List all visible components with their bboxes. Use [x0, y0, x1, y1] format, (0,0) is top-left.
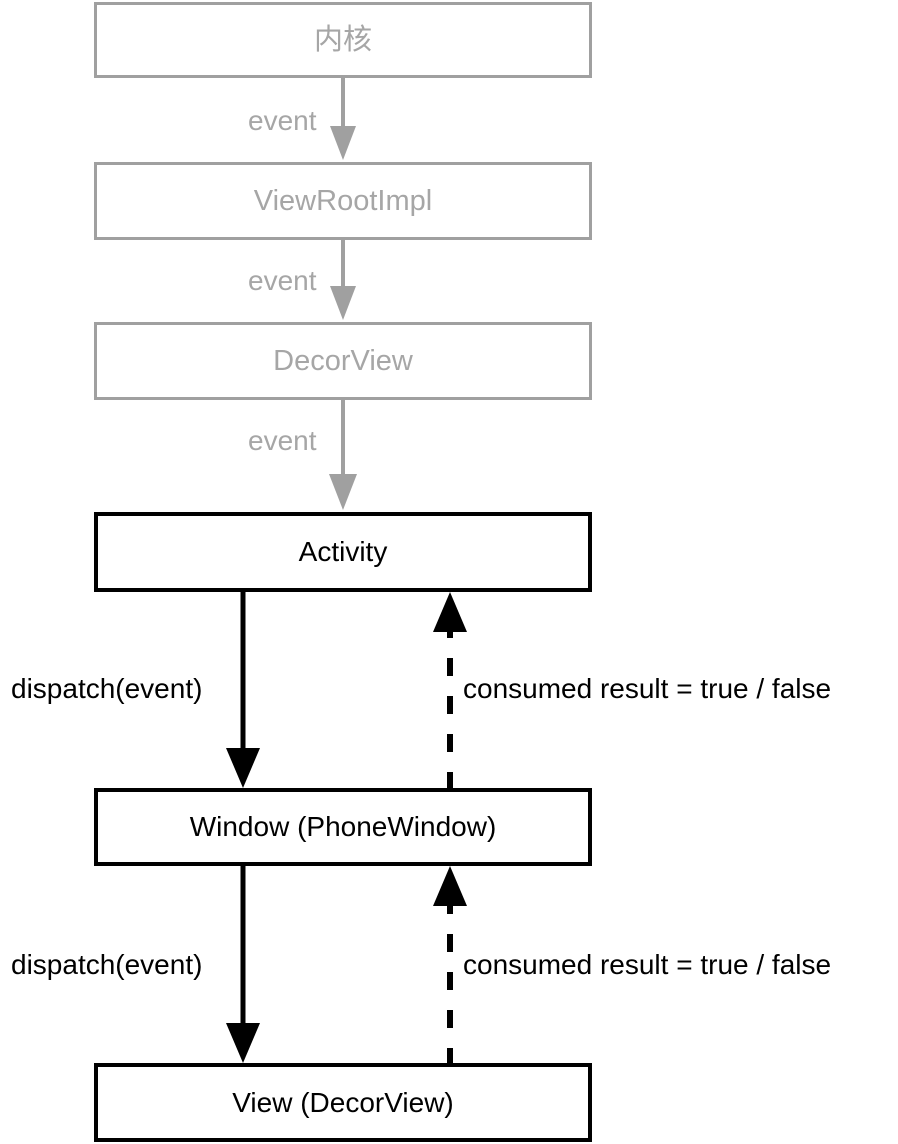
arrow-activity-to-window [226, 592, 260, 788]
node-kernel[interactable]: 内核 [94, 2, 592, 78]
edge-label-dispatch-2: dispatch(event) [11, 949, 203, 980]
edge-label-event-2: event [248, 265, 317, 296]
node-window-label: Window (PhoneWindow) [189, 811, 497, 842]
edge-label-event-3: event [248, 425, 317, 456]
node-decorview-label: DecorView [273, 344, 413, 377]
node-view-label: View (DecorView) [232, 1086, 454, 1118]
node-view[interactable]: View (DecorView) [94, 1063, 592, 1142]
node-decorview[interactable]: DecorView [94, 322, 592, 400]
arrow-kernel-to-viewrootimpl [330, 78, 356, 160]
node-window[interactable]: Window (PhoneWindow) [94, 788, 592, 866]
node-viewrootimpl-label: ViewRootImpl [253, 184, 433, 217]
edge-label-consumed-2: consumed result = true / false [463, 949, 832, 980]
node-viewrootimpl[interactable]: ViewRootImpl [94, 162, 592, 240]
edge-label-consumed-1: consumed result = true / false [463, 673, 832, 704]
node-kernel-label: 内核 [313, 23, 372, 56]
arrow-viewrootimpl-to-decorview [330, 240, 356, 320]
edge-label-event-1: event [248, 105, 317, 136]
node-activity[interactable]: Activity [94, 512, 592, 592]
arrow-window-to-view [226, 866, 260, 1063]
arrow-decorview-to-activity [329, 400, 357, 510]
node-activity-label: Activity [298, 536, 388, 567]
edge-label-dispatch-1: dispatch(event) [11, 673, 203, 704]
